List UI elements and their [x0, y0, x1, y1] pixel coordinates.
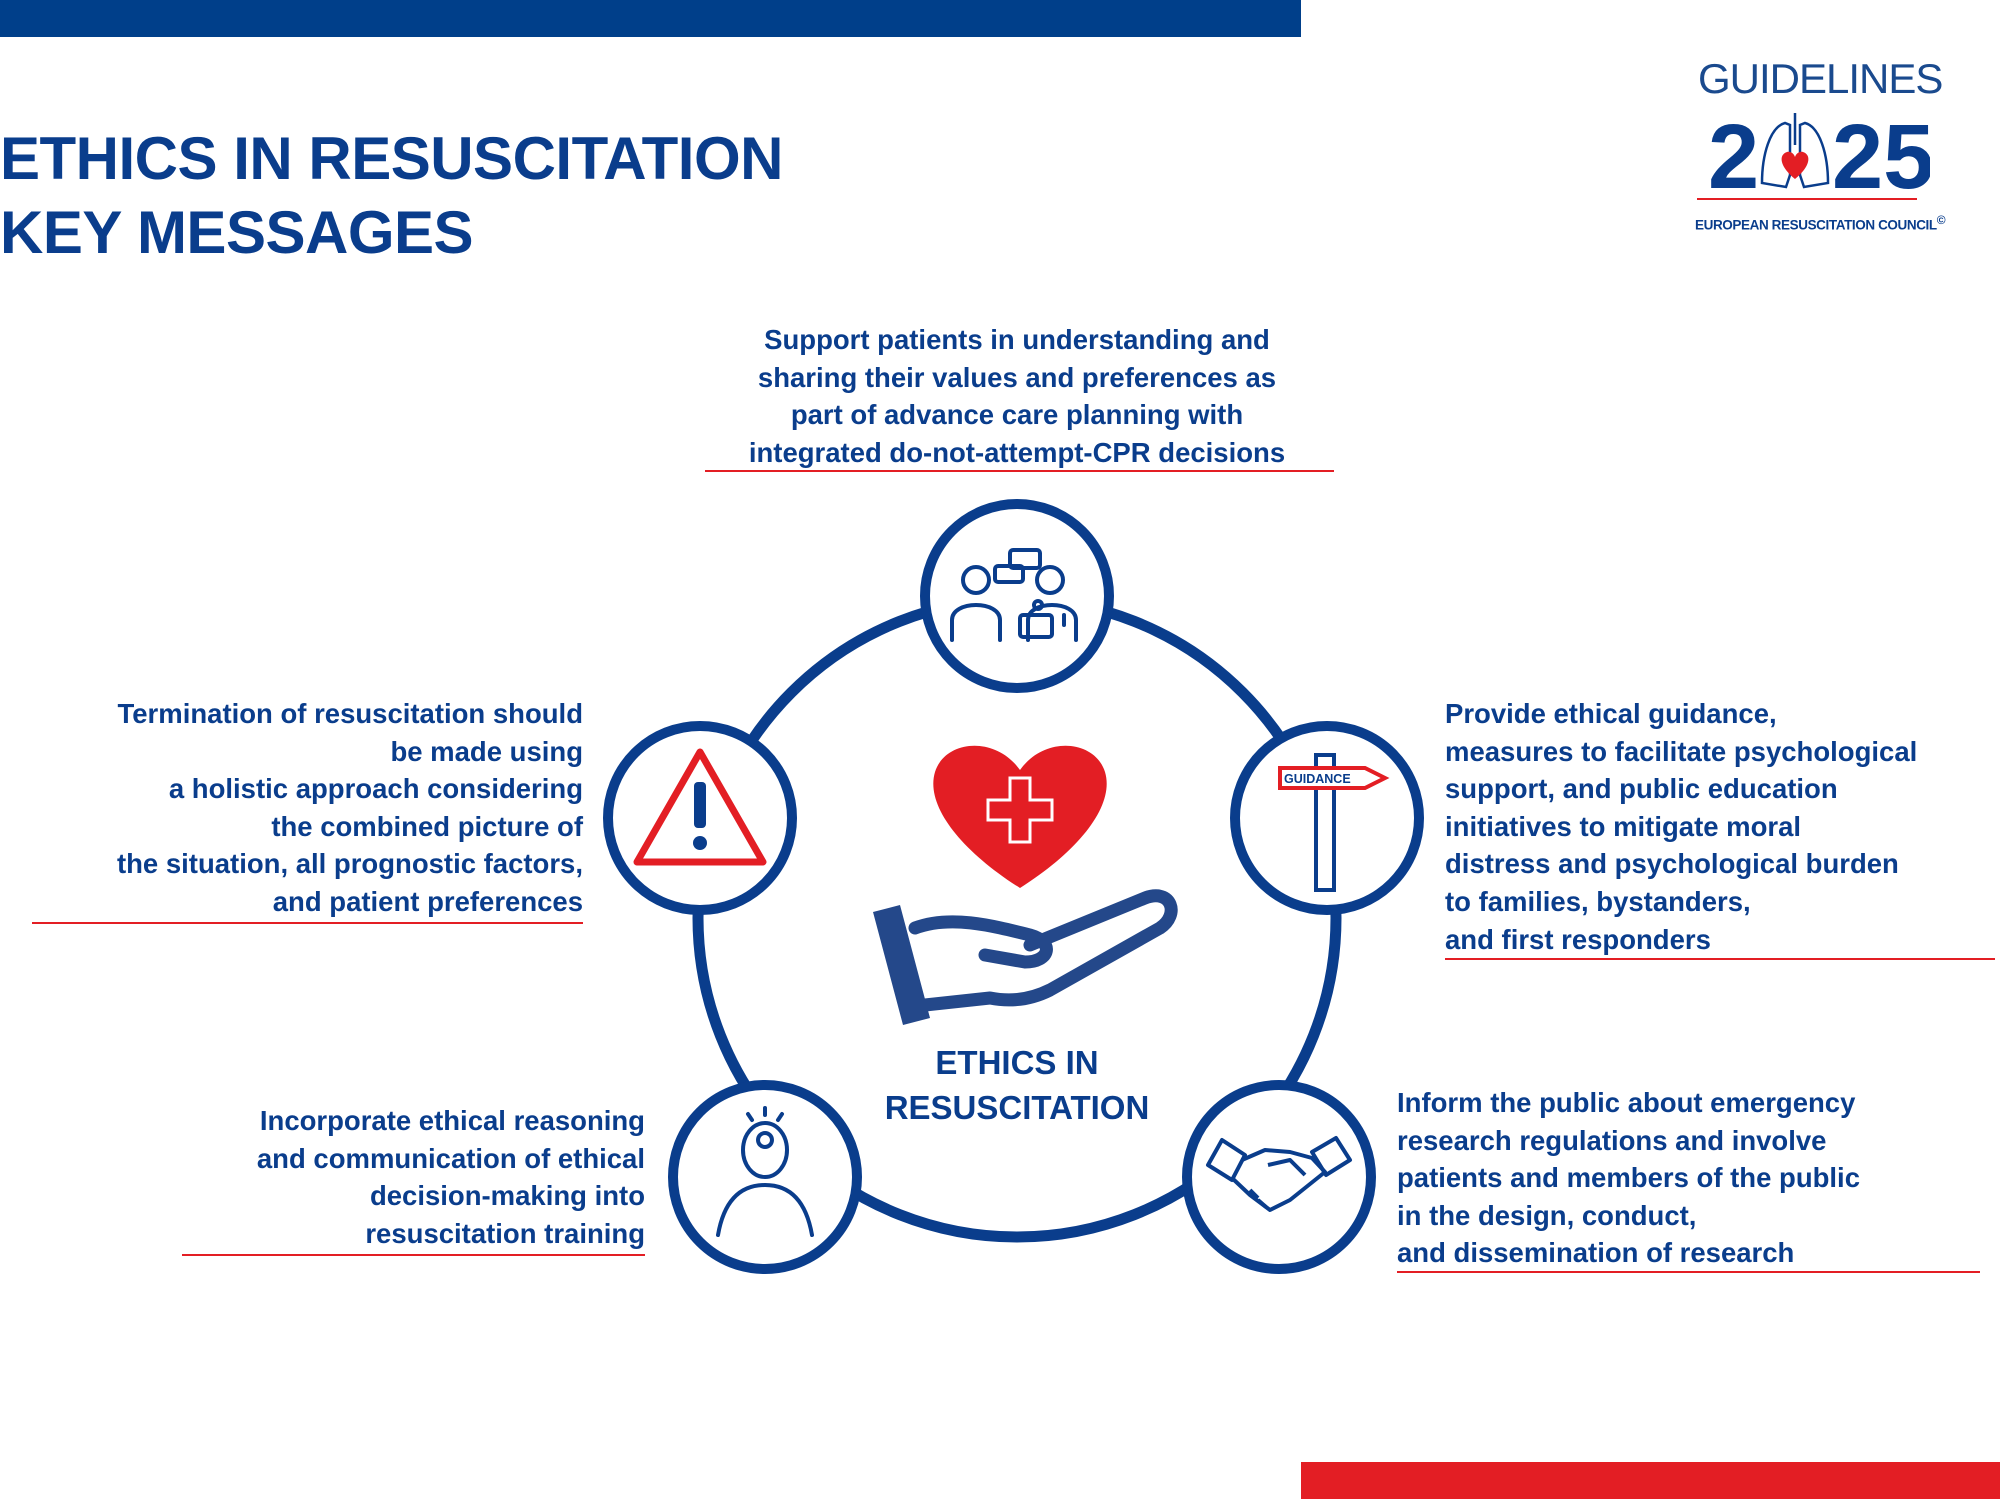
- guidance-sign-label: GUIDANCE: [1284, 772, 1351, 786]
- message-ethics-training: Incorporate ethical reasoning and commun…: [257, 1102, 645, 1252]
- message-line: integrated do-not-attempt-CPR decisions: [748, 436, 1286, 468]
- node-top-circle: [920, 499, 1114, 693]
- message-research-involvement: Inform the public about emergency resear…: [1397, 1084, 1860, 1272]
- message-ethical-guidance: Provide ethical guidance, measures to fa…: [1445, 695, 1917, 958]
- title-line-1: ETHICS IN RESUSCITATION: [0, 125, 783, 192]
- patient-doctor-conversation-icon: [950, 548, 1078, 642]
- message-line: initiatives to mitigate moral: [1445, 810, 1802, 842]
- message-line: Incorporate ethical reasoning: [259, 1105, 645, 1136]
- top-accent-bar: [0, 0, 1301, 37]
- svg-text:2: 2: [1708, 106, 1759, 205]
- page-title: ETHICS IN RESUSCITATION KEY MESSAGES: [0, 122, 783, 270]
- message-underline: [1397, 1271, 1980, 1273]
- center-label-line-2: RESUSCITATION: [884, 1089, 1150, 1126]
- center-label: ETHICS IN RESUSCITATION: [817, 1040, 1217, 1130]
- message-line: a holistic approach considering: [168, 773, 583, 805]
- message-line: and patient preferences: [272, 885, 583, 917]
- message-line: Provide ethical guidance,: [1445, 698, 1777, 729]
- message-line: the situation, all prognostic factors,: [116, 848, 583, 880]
- bottom-accent-bar: [1301, 1462, 2000, 1499]
- message-line: sharing their values and preferences as: [757, 361, 1277, 393]
- warning-triangle-icon: [633, 748, 767, 866]
- guidance-signpost-icon: GUIDANCE: [1278, 753, 1390, 892]
- message-underline: [32, 922, 583, 924]
- message-line: support, and public education: [1445, 773, 1838, 805]
- message-line: measures to facilitate psychological: [1445, 735, 1918, 767]
- message-line: resuscitation training: [365, 1217, 645, 1249]
- logo-organization: EUROPEAN RESUSCITATION COUNCIL©: [1695, 213, 1946, 233]
- message-underline: [1445, 958, 1995, 960]
- message-line: part of advance care planning with: [790, 399, 1244, 431]
- heart-with-cross-icon: [933, 745, 1107, 888]
- logo-year-mark: 2 25: [1708, 106, 1930, 205]
- message-line: be made using: [390, 735, 583, 767]
- svg-text:25: 25: [1832, 106, 1930, 205]
- message-line: Support patients in understanding and: [764, 324, 1270, 355]
- logo-divider: [1697, 198, 1917, 200]
- open-hand-icon: [873, 889, 1178, 1025]
- person-lightbulb-icon: [716, 1106, 814, 1237]
- logo-guidelines: GUIDELINES: [1698, 55, 1943, 102]
- message-line: the combined picture of: [271, 810, 583, 842]
- message-line: Inform the public about emergency: [1397, 1087, 1856, 1118]
- message-line: to families, bystanders,: [1445, 885, 1751, 917]
- message-line: distress and psychological burden: [1445, 848, 1899, 880]
- message-line: and first responders: [1445, 923, 1711, 955]
- center-label-line-1: ETHICS IN: [935, 1044, 1099, 1081]
- message-line: in the design, conduct,: [1397, 1199, 1697, 1231]
- message-underline: [705, 470, 1334, 472]
- message-advance-care-planning: Support patients in understanding and sh…: [667, 321, 1367, 471]
- message-underline: [182, 1254, 645, 1256]
- message-line: research regulations and involve: [1397, 1124, 1827, 1156]
- message-line: and communication of ethical: [256, 1142, 645, 1174]
- message-line: decision-making into: [369, 1180, 645, 1212]
- node-bottom-right-circle: [1182, 1080, 1376, 1274]
- handshake-icon: [1206, 1136, 1352, 1212]
- message-line: patients and members of the public: [1397, 1162, 1860, 1194]
- message-line: Termination of resuscitation should: [117, 698, 584, 729]
- title-line-2: KEY MESSAGES: [0, 199, 474, 266]
- message-line: and dissemination of research: [1397, 1237, 1795, 1269]
- message-termination-of-resuscitation: Termination of resuscitation should be m…: [117, 695, 583, 921]
- lungs-heart-icon: [1760, 113, 1830, 189]
